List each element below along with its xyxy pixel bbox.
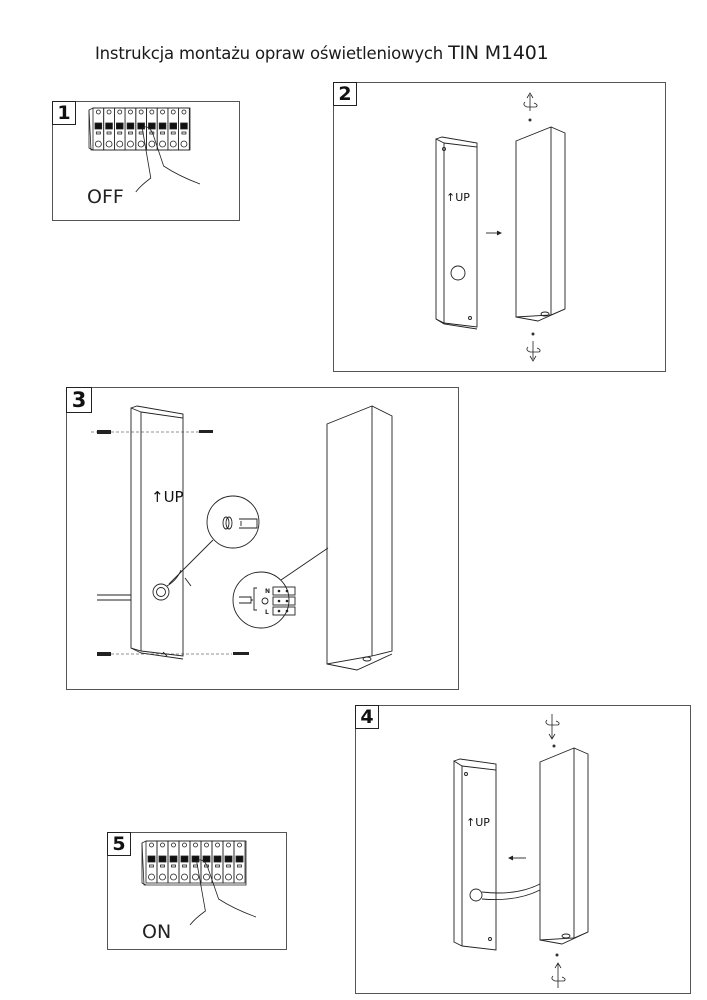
screw-rotate-icon-bottom — [526, 341, 541, 362]
title-model: TIN M1401 — [448, 42, 549, 64]
breaker-toggle — [180, 122, 188, 130]
step-4-illustration — [453, 714, 589, 988]
step-2-up-label: ↑UP — [446, 191, 470, 204]
terminal-n: N — [265, 588, 270, 595]
breaker-toggle — [224, 855, 233, 863]
breaker-toggle — [213, 855, 222, 863]
cable-hole — [450, 265, 466, 281]
lamp-body — [326, 405, 393, 665]
breaker-toggle — [235, 855, 244, 863]
step-5-panel: 5 ON — [107, 832, 287, 950]
back-plate — [453, 760, 497, 951]
breaker-toggle — [94, 122, 103, 130]
breaker-toggle — [191, 855, 200, 863]
step-3-panel: 3 — [66, 387, 459, 690]
step-3-number: 3 — [66, 387, 92, 413]
screw-rotate-icon-bottom — [551, 962, 566, 988]
step-4-panel: 4 ↑UP — [355, 705, 691, 994]
back-plate — [130, 407, 184, 657]
hand-pointer — [135, 126, 201, 193]
step-4-up-label: ↑UP — [466, 816, 490, 829]
breaker-toggle — [147, 855, 156, 863]
terminal-l: L — [265, 609, 269, 616]
breaker-toggle — [158, 855, 167, 863]
document-title: Instrukcja montażu opraw oświetleniowych… — [95, 42, 549, 64]
step-3-up-label: ↑UP — [151, 488, 184, 506]
step-2-illustration — [435, 92, 566, 362]
screw-rotate-icon-top — [545, 714, 560, 740]
breaker-toggle — [105, 122, 113, 130]
lamp-body — [515, 126, 566, 318]
breaker-toggle — [169, 122, 178, 130]
step-2-panel: 2 ↑UP — [333, 82, 666, 372]
step-5-number: 5 — [107, 832, 131, 856]
breaker-toggle — [126, 122, 135, 130]
step-1-label: OFF — [87, 186, 124, 208]
back-plate — [435, 138, 478, 328]
step-1-panel: 1 OFF — [52, 101, 240, 221]
breaker-switch-illustration — [141, 840, 257, 926]
step-2-number: 2 — [333, 82, 357, 106]
step-1-number: 1 — [52, 101, 76, 125]
lamp-body — [539, 747, 589, 941]
breaker-toggle — [116, 122, 124, 130]
breaker-toggle — [158, 122, 167, 130]
step-3-illustration: N L — [91, 405, 393, 671]
breaker-toggle — [169, 855, 178, 863]
step-4-number: 4 — [355, 705, 379, 729]
breaker-toggle — [148, 122, 156, 130]
hand-pointer — [189, 859, 257, 926]
screw-rotate-icon-top — [523, 92, 538, 111]
breaker-module — [233, 840, 246, 884]
breaker-switch-illustration — [88, 107, 201, 193]
title-main: Instrukcja montażu opraw oświetleniowych — [95, 44, 449, 63]
breaker-module — [178, 107, 190, 151]
breaker-toggle — [137, 122, 145, 130]
breaker-toggle — [180, 855, 189, 863]
step-5-label: ON — [142, 921, 172, 943]
breaker-toggle — [202, 855, 211, 863]
